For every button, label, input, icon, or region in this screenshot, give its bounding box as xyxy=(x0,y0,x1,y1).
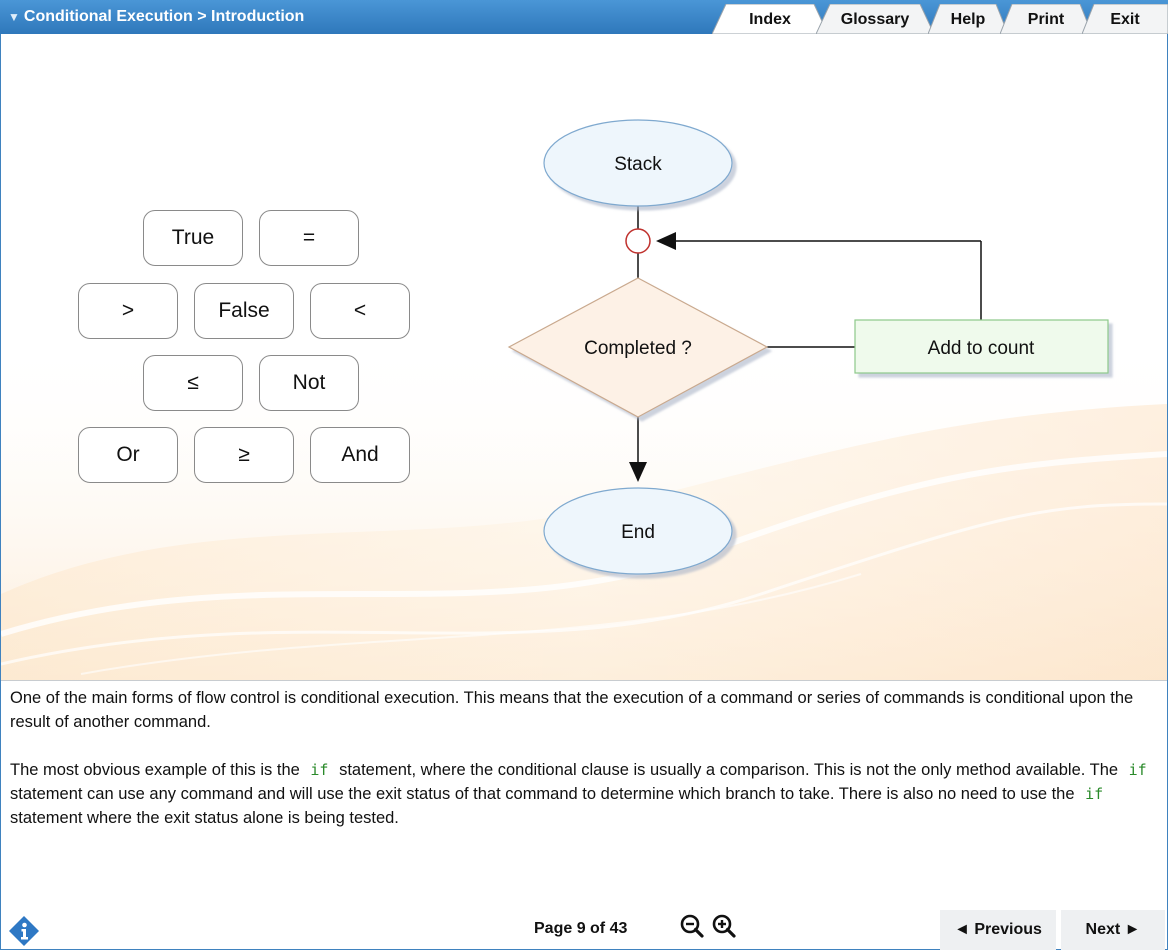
header-bar: ▼ Conditional Execution > Introduction I… xyxy=(0,0,1168,34)
end-ellipse xyxy=(543,487,733,575)
next-button[interactable]: Next ► xyxy=(1061,910,1165,950)
keyword-if: if xyxy=(1085,785,1104,803)
page-indicator: Page 9 of 43 xyxy=(534,920,628,937)
collapse-triangle-icon[interactable]: ▼ xyxy=(8,10,20,24)
operator-false[interactable]: False xyxy=(194,283,294,339)
breadcrumb-text: Conditional Execution > Introduction xyxy=(23,8,305,25)
paragraph-1: One of the main forms of flow control is… xyxy=(10,689,1134,731)
tab-glossary[interactable]: Glossary xyxy=(816,4,934,34)
paragraph-2: The most obvious example of this is the … xyxy=(10,758,1160,830)
flowchart: Stack Completed ? Add to count End xyxy=(507,119,1109,575)
decision-diamond xyxy=(507,277,769,418)
operator-not[interactable]: Not xyxy=(259,355,359,411)
decision-label: Completed ? xyxy=(584,338,692,359)
slide-stage: True = > False < ≤ Not Or ≥ And Stack Co… xyxy=(1,34,1167,681)
operator-equals[interactable]: = xyxy=(259,210,359,266)
operator-true[interactable]: True xyxy=(143,210,243,266)
footer-bar: Page 9 of 43 ◄ Previous Next ► xyxy=(0,905,1168,950)
keyword-if: if xyxy=(1128,761,1147,779)
operator-or[interactable]: Or xyxy=(78,427,178,483)
operator-less-than[interactable]: < xyxy=(310,283,410,339)
tab-index[interactable]: Index xyxy=(712,4,828,34)
start-label: Stack xyxy=(614,154,662,175)
description-text: One of the main forms of flow control is… xyxy=(10,686,1160,854)
arrowhead-left xyxy=(656,232,676,250)
info-icon[interactable] xyxy=(8,915,40,947)
tab-exit[interactable]: Exit xyxy=(1082,4,1168,34)
tab-help[interactable]: Help xyxy=(928,4,1008,34)
operator-less-or-equal[interactable]: ≤ xyxy=(143,355,243,411)
arrowhead-down xyxy=(629,462,647,482)
end-label: End xyxy=(621,522,655,543)
operator-and[interactable]: And xyxy=(310,427,410,483)
keyword-if: if xyxy=(310,761,329,779)
junction-circle xyxy=(625,228,651,254)
start-ellipse xyxy=(543,119,733,207)
previous-button[interactable]: ◄ Previous xyxy=(940,910,1056,950)
zoom-in-icon[interactable] xyxy=(711,913,739,941)
tab-print[interactable]: Print xyxy=(1000,4,1092,34)
process-label: Add to count xyxy=(928,338,1035,359)
operator-greater-than[interactable]: > xyxy=(78,283,178,339)
operator-greater-or-equal[interactable]: ≥ xyxy=(194,427,294,483)
breadcrumb[interactable]: ▼ Conditional Execution > Introduction xyxy=(8,8,304,26)
zoom-out-icon[interactable] xyxy=(679,913,707,941)
process-box xyxy=(854,319,1109,374)
